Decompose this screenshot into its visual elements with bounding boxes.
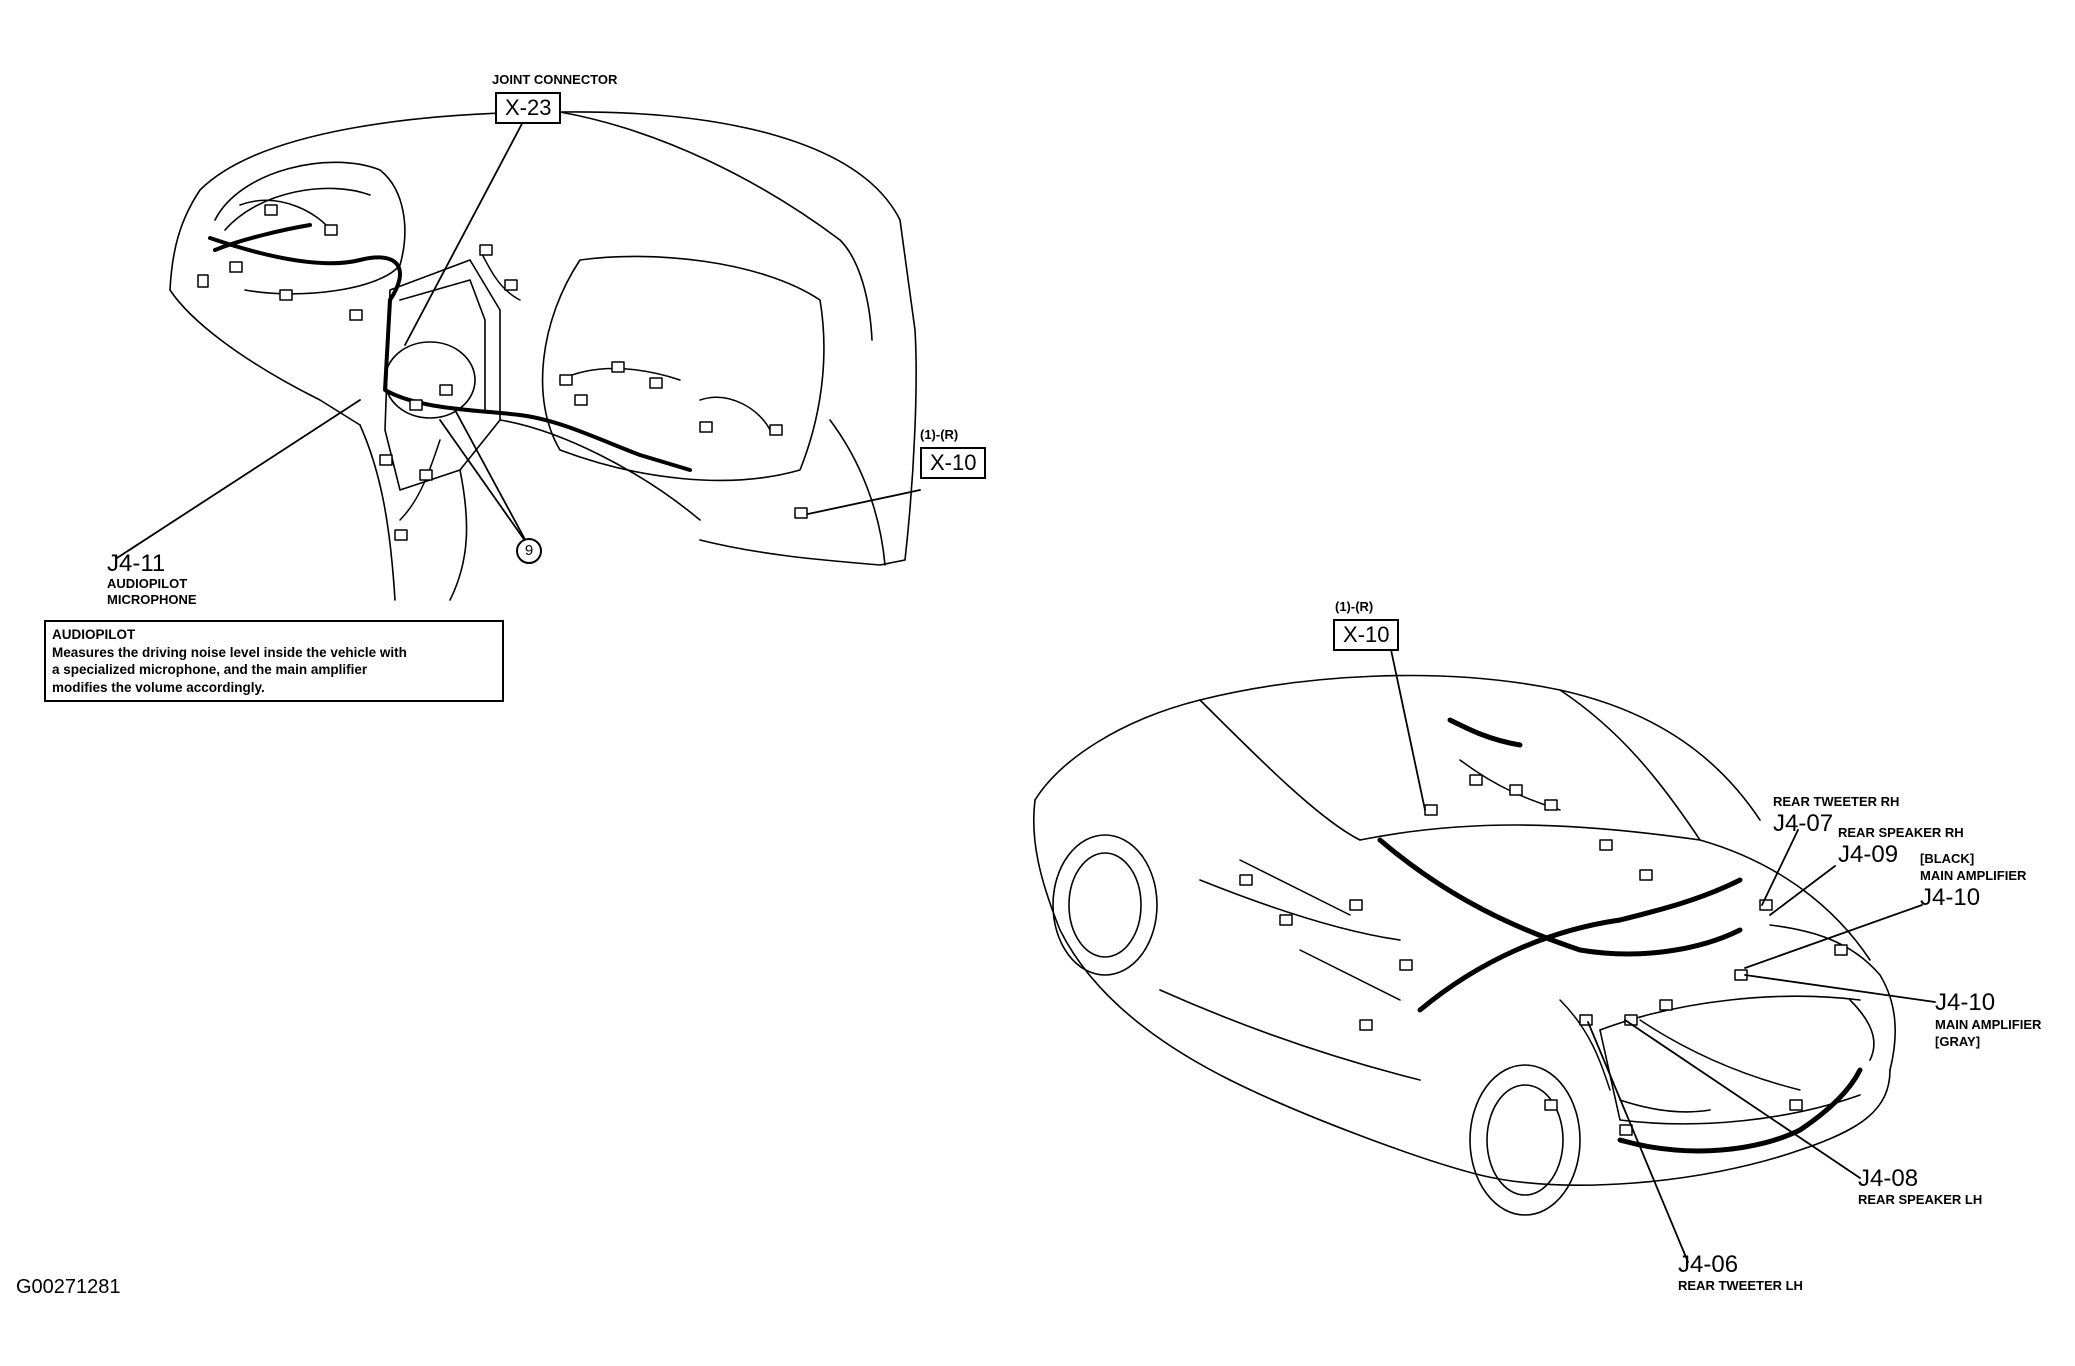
dashboard-leaders: [116, 117, 921, 559]
vehicle-leaders: [1389, 644, 1936, 1263]
note-line: a specialized microphone, and the main a…: [52, 662, 368, 678]
j4-06-label: J4-06: [1678, 1251, 1739, 1278]
vehicle-harness: [1377, 717, 1863, 1154]
x10-sub-label: (1)-(R): [920, 427, 959, 442]
j4-07-label: J4-07: [1773, 810, 1834, 837]
joint-connector-label: JOINT CONNECTOR: [492, 72, 618, 87]
rear-speaker-rh-label: REAR SPEAKER RH: [1838, 825, 1964, 840]
j4-11-desc-1: AUDIOPILOT: [107, 576, 188, 591]
j4-10b-label: J4-10: [1935, 989, 1996, 1016]
x10-box: X-10: [920, 447, 987, 480]
rear-tweeter-rh-label: REAR TWEETER RH: [1773, 794, 1900, 809]
j4-08-label: J4-08: [1858, 1165, 1919, 1192]
rear-speaker-lh-label: REAR SPEAKER LH: [1858, 1192, 1983, 1207]
dashboard-wires: [239, 199, 771, 521]
audiopilot-note: AUDIOPILOT Measures the driving noise le…: [44, 620, 504, 703]
note-line: modifies the volume accordingly.: [52, 679, 265, 695]
main-amplifier-label-2: MAIN AMPLIFIER: [1935, 1017, 2042, 1032]
gray-label: [GRAY]: [1935, 1034, 1981, 1049]
j4-11-label: J4-11: [107, 550, 166, 577]
rear-tweeter-lh-label: REAR TWEETER LH: [1678, 1278, 1803, 1293]
note-title: AUDIOPILOT: [52, 627, 136, 642]
vehicle-x10-sub-label: (1)-(R): [1335, 599, 1374, 614]
figure-id: G00271281: [16, 1276, 121, 1298]
j4-10a-label: J4-10: [1920, 884, 1981, 911]
dashboard-drawing: [169, 111, 917, 601]
callout-9: 9: [516, 538, 542, 564]
vehicle-drawing: [1032, 674, 1896, 1216]
x23-box: X-23: [495, 92, 562, 125]
main-amplifier-label-1: MAIN AMPLIFIER: [1920, 868, 2027, 883]
black-label: [BLACK]: [1920, 851, 1975, 866]
note-line: Measures the driving noise level inside …: [52, 644, 407, 660]
j4-11-desc-2: MICROPHONE: [107, 592, 197, 607]
dashboard-connectors: [197, 204, 808, 541]
j4-09-label: J4-09: [1838, 841, 1899, 868]
vehicle-x10-box: X-10: [1333, 619, 1400, 652]
vehicle-connectors: [1239, 774, 1848, 1136]
